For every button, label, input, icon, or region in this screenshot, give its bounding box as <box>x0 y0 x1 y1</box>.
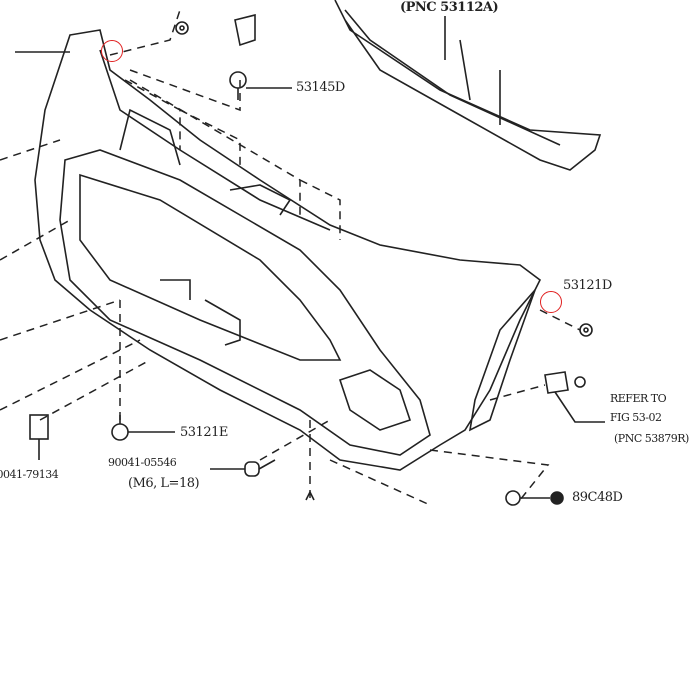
part-label-89c48d: 89C48D <box>572 490 623 505</box>
highlight-circle <box>540 291 562 313</box>
part-label-53121e: 53121E <box>180 425 228 440</box>
fastener-icons <box>15 13 605 506</box>
refer-line-1: REFER TO <box>610 392 667 405</box>
part-label-53121d: 53121D <box>563 278 612 293</box>
highlight-circle <box>101 40 123 62</box>
part-label-90041-05546: 90041-05546 <box>108 456 177 469</box>
leader-lines <box>0 9 581 506</box>
grille-part <box>334 0 602 171</box>
spec-label: (M6, L=18) <box>128 476 200 491</box>
bumper-cover <box>34 29 542 471</box>
part-label-53145d: 53145D <box>296 80 345 95</box>
refer-line-2: FIG 53-02 <box>610 411 662 424</box>
grille-reference-label: (PNC 53112A) <box>398 0 501 15</box>
part-label-90041-79134: 90041-79134 <box>0 468 59 481</box>
refer-line-3: (PNC 53879R) <box>614 432 689 445</box>
